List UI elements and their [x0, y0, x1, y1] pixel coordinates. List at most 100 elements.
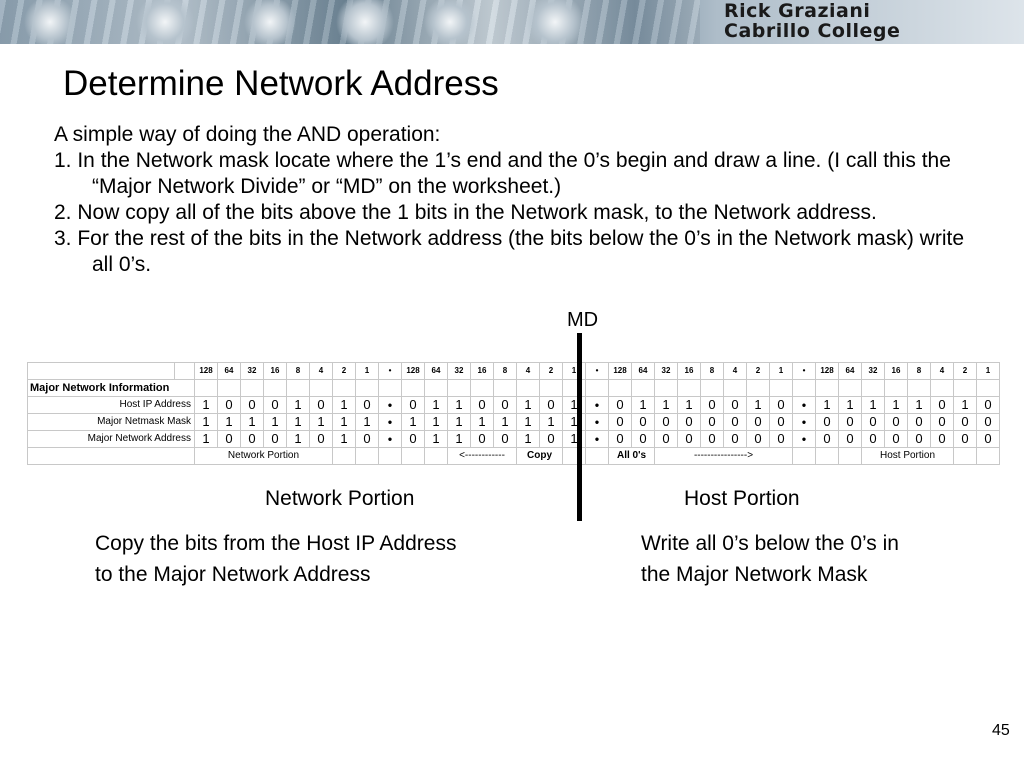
- bit-cell: 1: [654, 396, 678, 414]
- bit-cell: 1: [401, 413, 425, 431]
- octet-separator: •: [585, 396, 609, 414]
- octet-separator: •: [378, 396, 402, 414]
- bit-cell: 1: [217, 413, 241, 431]
- netmask-row: Major Netmask Mask 1 1 1 1 1 1 1 1 • 1 1…: [27, 413, 1000, 431]
- bit-weight: 8: [286, 362, 310, 380]
- section-heading: Major Network Information: [27, 379, 195, 397]
- bit-cell: 0: [654, 413, 678, 431]
- bit-weight: 1: [769, 362, 793, 380]
- octet-separator: •: [378, 362, 402, 380]
- bit-cell: 1: [424, 430, 448, 448]
- bit-cell: 1: [470, 413, 494, 431]
- bit-cell: 0: [884, 413, 908, 431]
- bit-cell: 1: [562, 430, 586, 448]
- bit-cell: 1: [953, 396, 977, 414]
- bit-weight: 1: [976, 362, 1000, 380]
- bit-cell: 1: [838, 396, 862, 414]
- bit-cell: 0: [930, 430, 954, 448]
- step-1: 1. In the Network mask locate where the …: [54, 149, 951, 198]
- bit-cell: 0: [217, 430, 241, 448]
- network-description-line: to the Major Network Address: [95, 563, 371, 586]
- major-network-divide-line: [577, 333, 582, 521]
- network-portion-label: Network Portion: [265, 487, 415, 510]
- bit-cell: 0: [263, 430, 287, 448]
- bit-weight: 64: [424, 362, 448, 380]
- network-portion-note: Network Portion: [194, 447, 333, 465]
- bit-cell: 1: [631, 396, 655, 414]
- network-address-row: Major Network Address 1 0 0 0 1 0 1 0 • …: [27, 430, 1000, 448]
- bit-cell: 0: [608, 430, 632, 448]
- octet-separator: •: [792, 396, 816, 414]
- bit-cell: 1: [424, 396, 448, 414]
- bit-cell: 0: [815, 413, 839, 431]
- bit-cell: 0: [815, 430, 839, 448]
- bit-weight: 4: [309, 362, 333, 380]
- banner-ornament: [330, 0, 400, 44]
- step-2: 2. Now copy all of the bits above the 1 …: [54, 201, 877, 224]
- bit-cell: 1: [746, 396, 770, 414]
- bit-cell: 0: [907, 413, 931, 431]
- bit-cell: 0: [401, 430, 425, 448]
- octet-separator: •: [585, 430, 609, 448]
- header-banner: Rick Graziani Cabrillo College: [0, 0, 1024, 44]
- banner-ornament: [520, 0, 590, 44]
- bit-cell: 0: [539, 430, 563, 448]
- host-description: Write all 0’s below the 0’s in the Major…: [641, 528, 899, 590]
- bit-cell: 1: [562, 396, 586, 414]
- bit-cell: 0: [470, 396, 494, 414]
- bit-cell: 0: [746, 413, 770, 431]
- bit-cell: 0: [700, 396, 724, 414]
- banner-ornament: [20, 0, 80, 44]
- bit-weight: 32: [861, 362, 885, 380]
- bit-cell: 0: [700, 413, 724, 431]
- row-label: Major Netmask Mask: [27, 413, 195, 431]
- row-label: Major Network Address: [27, 430, 195, 448]
- md-label: MD: [567, 309, 599, 331]
- bit-cell: 0: [608, 413, 632, 431]
- bit-weight: 64: [631, 362, 655, 380]
- bit-cell: 0: [700, 430, 724, 448]
- bit-cell: 1: [677, 396, 701, 414]
- bit-cell: 1: [355, 413, 379, 431]
- bit-cell: 0: [493, 396, 517, 414]
- arrow-left-note: <------------: [447, 447, 517, 465]
- bit-cell: 0: [884, 430, 908, 448]
- bit-weight: 64: [838, 362, 862, 380]
- octet-separator: •: [585, 362, 609, 380]
- bit-cell: 1: [424, 413, 448, 431]
- bit-cell: 0: [953, 413, 977, 431]
- bit-cell: 1: [447, 430, 471, 448]
- bit-cell: 1: [332, 430, 356, 448]
- bit-cell: 1: [447, 396, 471, 414]
- bit-cell: 1: [884, 396, 908, 414]
- bit-weight: 4: [723, 362, 747, 380]
- bit-cell: 0: [677, 430, 701, 448]
- bit-weight: 8: [700, 362, 724, 380]
- bit-cell: 0: [631, 430, 655, 448]
- bit-cell: 0: [907, 430, 931, 448]
- host-portion-note: Host Portion: [861, 447, 954, 465]
- section-heading-row: Major Network Information: [27, 379, 1000, 397]
- bit-weight: 128: [815, 362, 839, 380]
- author-name: Rick Graziani: [724, 0, 871, 22]
- bit-cell: 0: [309, 396, 333, 414]
- institution-name: Cabrillo College: [724, 20, 901, 42]
- bit-cell: 1: [447, 413, 471, 431]
- banner-ornament: [240, 0, 300, 44]
- bit-cell: 1: [309, 413, 333, 431]
- bit-cell: 0: [723, 430, 747, 448]
- bit-cell: 1: [539, 413, 563, 431]
- bit-cell: 1: [286, 396, 310, 414]
- bit-cell: 1: [332, 396, 356, 414]
- bit-cell: 0: [976, 413, 1000, 431]
- bit-weight: 16: [677, 362, 701, 380]
- bit-cell: 0: [838, 430, 862, 448]
- bit-weight: 1: [562, 362, 586, 380]
- step-3: 3. For the rest of the bits in the Netwo…: [54, 227, 965, 276]
- bit-cell: 0: [838, 413, 862, 431]
- bit-cell: 1: [815, 396, 839, 414]
- bit-weight: 128: [194, 362, 218, 380]
- octet-separator: •: [792, 362, 816, 380]
- bit-cell: 0: [355, 430, 379, 448]
- bit-weight: 16: [884, 362, 908, 380]
